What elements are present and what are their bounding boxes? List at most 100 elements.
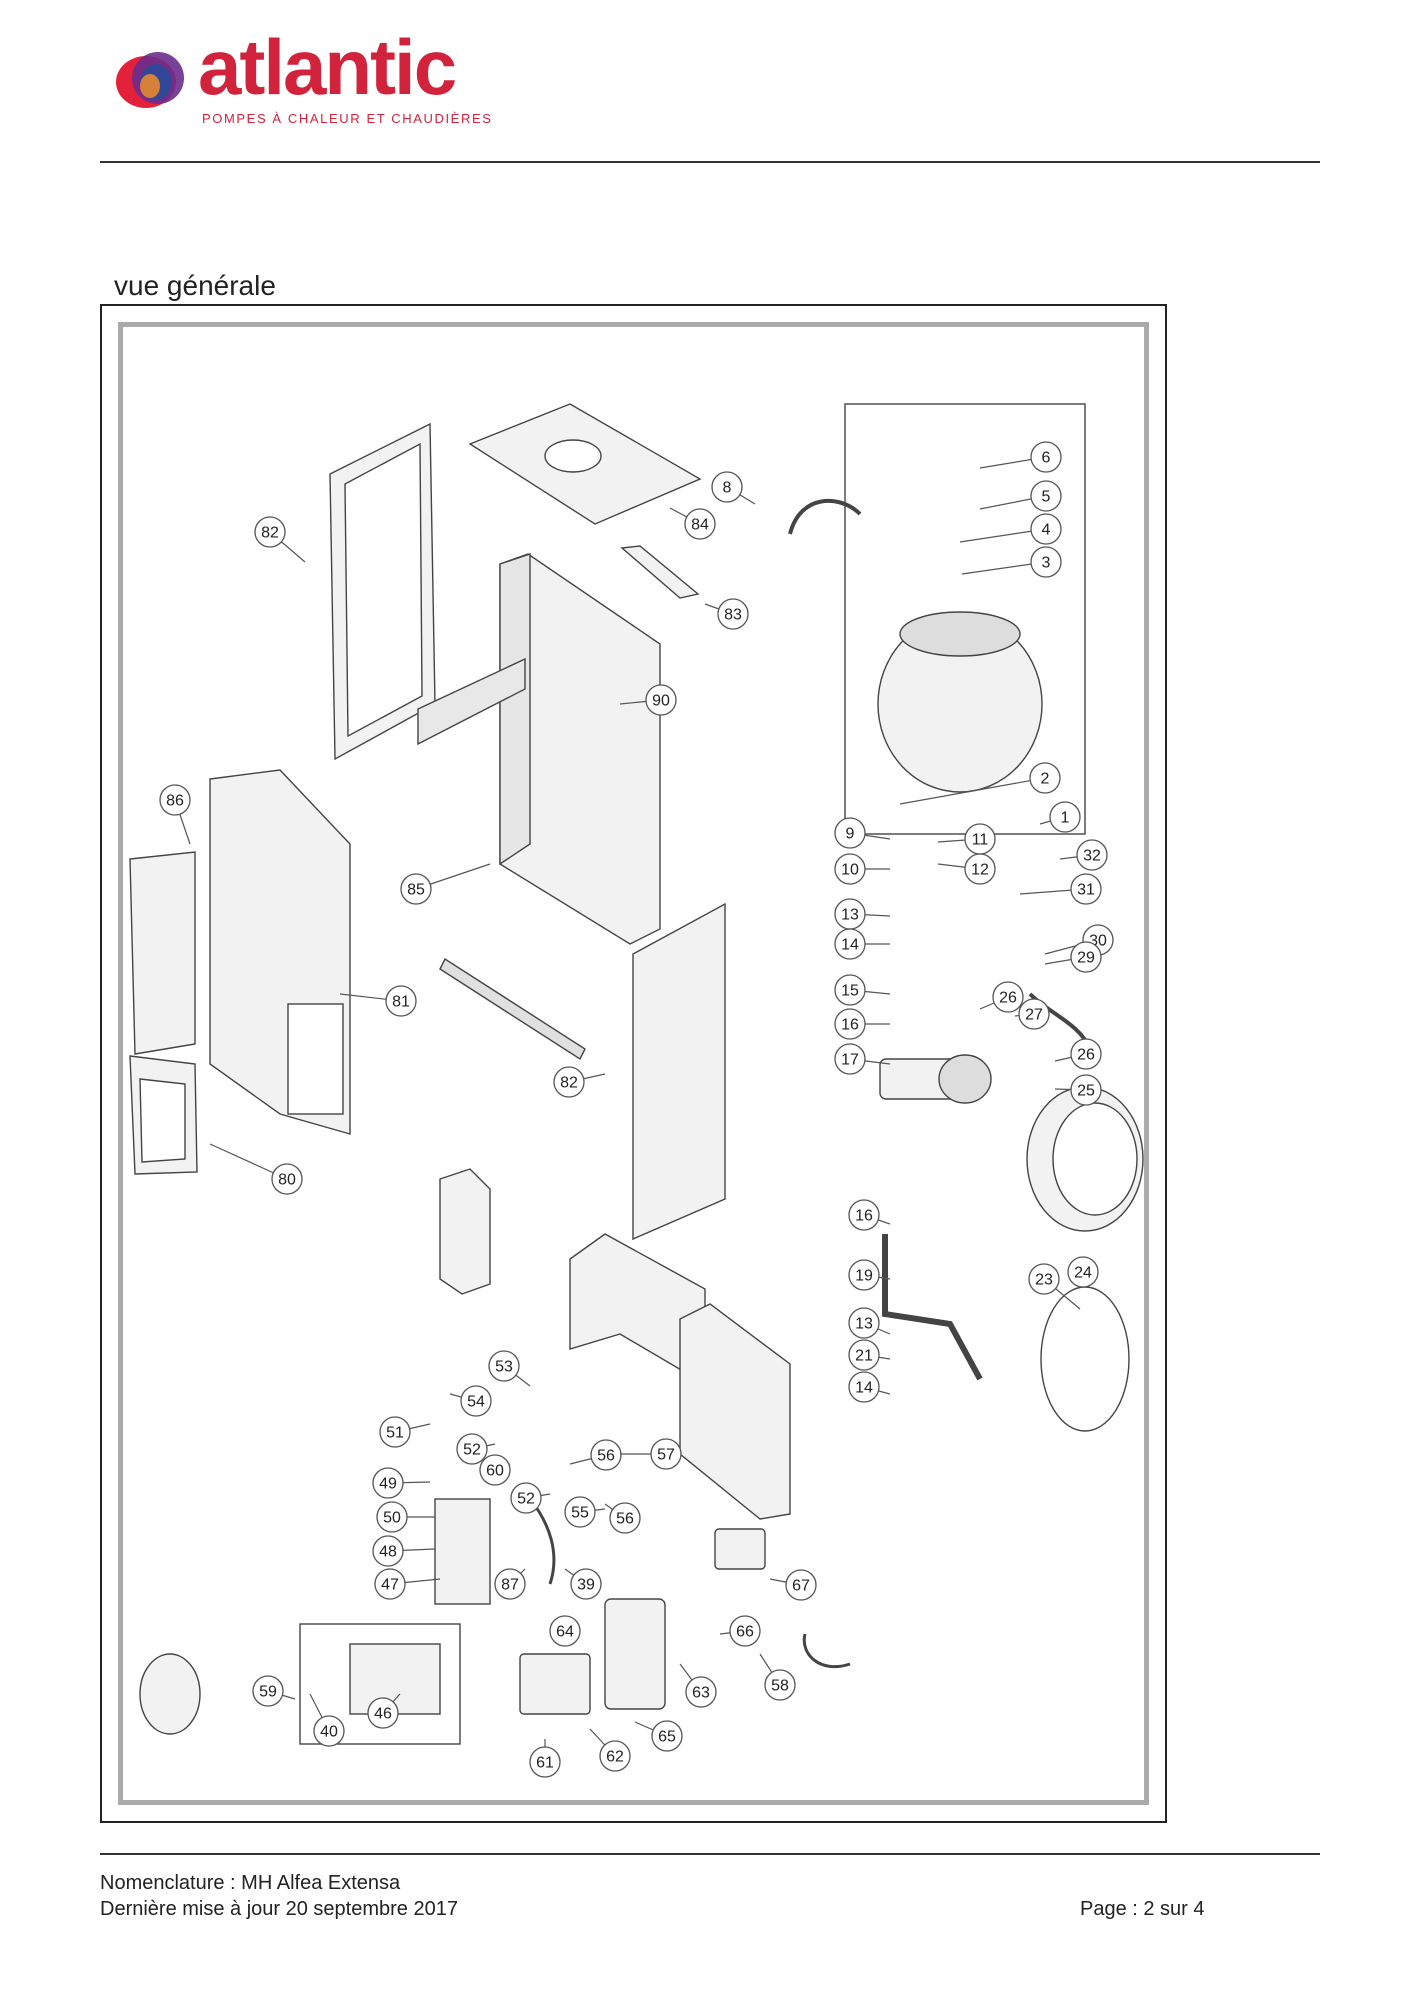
callout-48: 48 (372, 1535, 436, 1567)
callout-badge (834, 853, 866, 885)
inner-chassis-side (499, 553, 531, 866)
callout-label: 87 (501, 1577, 519, 1594)
callout-49: 49 (372, 1467, 431, 1499)
display-module-small (519, 1653, 591, 1715)
callout-label: 90 (652, 693, 670, 710)
callout-label: 56 (616, 1511, 634, 1528)
callout-label: 26 (999, 990, 1017, 1007)
callout-19: 19 (848, 1259, 891, 1291)
callout-46: 46 (367, 1693, 401, 1729)
callout-badge (488, 1350, 520, 1382)
callout-badge (379, 1416, 411, 1448)
callout-66: 66 (719, 1615, 761, 1647)
front-door (129, 851, 196, 1055)
callout-24: 24 (1067, 1256, 1099, 1288)
callout-13: 13 (834, 898, 891, 930)
callout-16: 16 (848, 1199, 891, 1231)
callout-label: 59 (259, 1684, 277, 1701)
brand-name: atlantic (198, 23, 457, 111)
callout-badge (848, 1339, 880, 1371)
callout-label: 51 (386, 1425, 404, 1442)
callout-label: 14 (841, 937, 859, 954)
callout-badge (374, 1568, 406, 1600)
callout-label: 57 (657, 1447, 675, 1464)
top-cover-hole (544, 439, 602, 473)
callout-label: 61 (536, 1755, 554, 1772)
callout-label: 1 (1061, 810, 1070, 827)
callout-12: 12 (937, 853, 996, 885)
callout-badge (834, 817, 866, 849)
callout-56: 56 (569, 1439, 622, 1471)
pump-motor (938, 1054, 992, 1104)
callout-15: 15 (834, 974, 891, 1006)
callout-badge (254, 516, 286, 548)
callout-67: 67 (769, 1569, 817, 1601)
callout-badge (729, 1615, 761, 1647)
callout-badge (848, 1307, 880, 1339)
callout-26: 26 (979, 981, 1024, 1013)
callout-label: 55 (571, 1505, 589, 1522)
callout-label: 13 (841, 907, 859, 924)
callout-badge (848, 1371, 880, 1403)
callout-label: 16 (855, 1208, 873, 1225)
callout-64: 64 (549, 1615, 581, 1647)
callout-label: 64 (556, 1624, 574, 1641)
callout-badge (609, 1502, 641, 1534)
callout-1: 1 (1039, 801, 1081, 833)
callout-label: 31 (1077, 882, 1095, 899)
callout-label: 9 (846, 826, 855, 843)
callout-10: 10 (834, 853, 890, 885)
knob-cap (139, 1653, 201, 1735)
top-bracket (620, 545, 700, 599)
footer-last-updated: Dernière mise à jour 20 septembre 2017 (100, 1898, 458, 1920)
callout-badge (1028, 1263, 1060, 1295)
callout-badge (271, 1163, 303, 1195)
footer-page-number: Page : 2 sur 4 (1080, 1898, 1205, 1920)
callout-label: 82 (261, 525, 279, 542)
callout-50: 50 (376, 1501, 435, 1533)
terminal-board (434, 1498, 491, 1605)
callout-label: 23 (1035, 1272, 1053, 1289)
base-rail (439, 957, 586, 1061)
callout-60: 60 (479, 1454, 511, 1486)
section-title: vue générale (114, 270, 276, 301)
callout-label: 65 (658, 1729, 676, 1746)
callout-badge (1076, 839, 1108, 871)
callout-label: 81 (392, 994, 410, 1011)
callout-4: 4 (959, 513, 1062, 545)
callout-27: 27 (1014, 998, 1050, 1030)
callout-85: 85 (400, 863, 491, 905)
callout-badge (553, 1066, 585, 1098)
callout-54: 54 (449, 1385, 492, 1417)
callout-label: 40 (320, 1724, 338, 1741)
callout-52: 52 (456, 1433, 496, 1465)
callout-21: 21 (848, 1339, 891, 1371)
callout-badge (1070, 1074, 1102, 1106)
callout-badge (313, 1715, 345, 1747)
callout-badge (1070, 873, 1102, 905)
callout-51: 51 (379, 1416, 431, 1448)
callout-label: 17 (841, 1052, 859, 1069)
callout-label: 54 (467, 1394, 485, 1411)
membrane-vessel-face (1052, 1102, 1138, 1216)
callout-badge (599, 1740, 631, 1772)
callout-badge (651, 1720, 683, 1752)
callout-87: 87 (494, 1568, 526, 1600)
callout-label: 58 (771, 1678, 789, 1695)
callout-23: 23 (1028, 1263, 1081, 1310)
expansion-vessel-top (899, 611, 1021, 657)
vessel-ring (1040, 1286, 1130, 1432)
callout-label: 26 (1077, 1047, 1095, 1064)
callout-badge (510, 1482, 542, 1514)
callout-84: 84 (669, 507, 716, 540)
callout-badge (834, 1008, 866, 1040)
callout-badge (834, 974, 866, 1006)
callout-label: 25 (1077, 1083, 1095, 1100)
callout-label: 48 (379, 1544, 397, 1561)
callout-2: 2 (899, 762, 1061, 805)
callout-badge (1018, 998, 1050, 1030)
callout-badge (1067, 1256, 1099, 1288)
back-mount-plate (439, 1168, 491, 1295)
callout-label: 60 (486, 1463, 504, 1480)
callout-label: 47 (381, 1577, 399, 1594)
